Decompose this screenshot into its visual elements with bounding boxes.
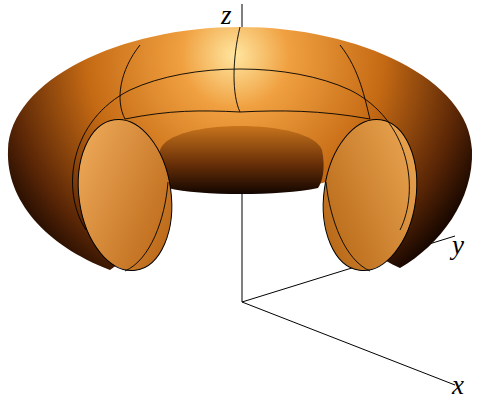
axis-label: x [452, 372, 464, 399]
axis-label: z [221, 2, 232, 29]
axis-label: y [452, 232, 464, 259]
